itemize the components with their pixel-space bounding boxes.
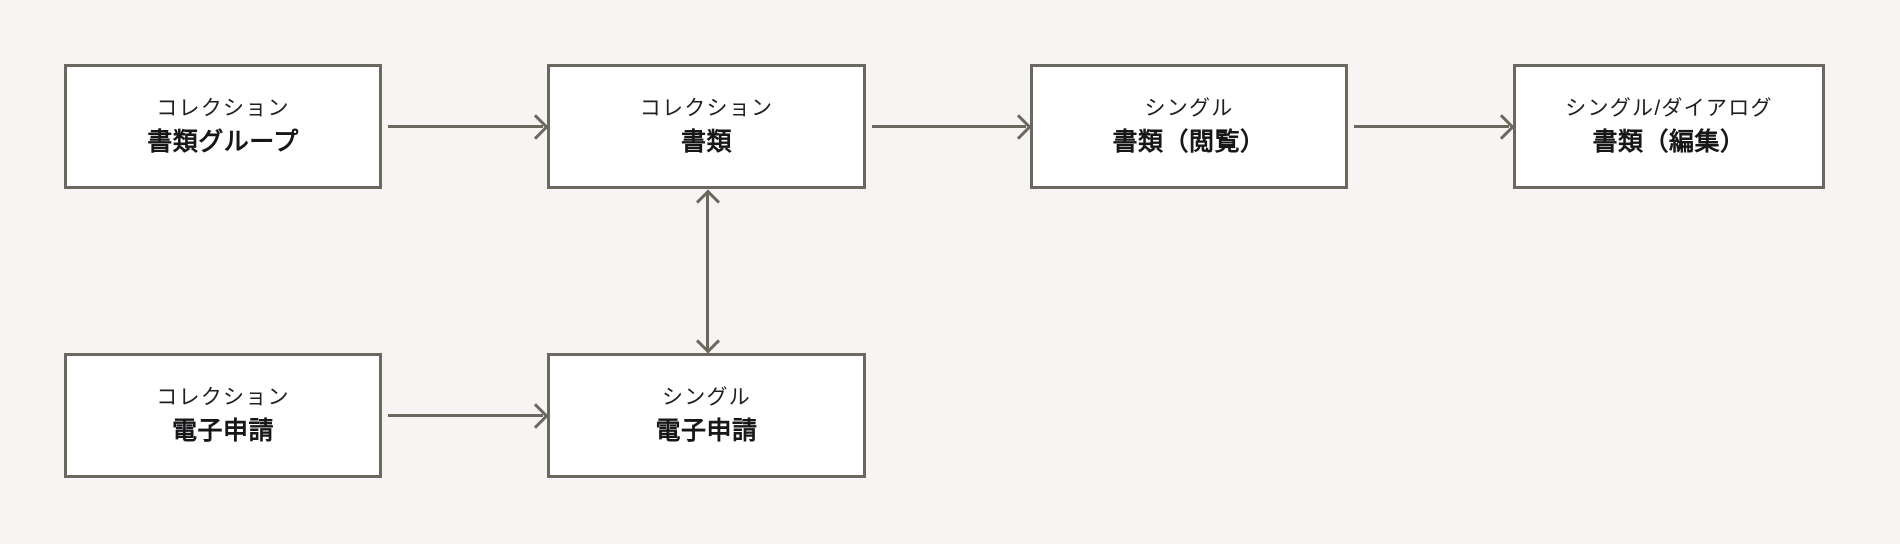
- node-type-label: コレクション: [156, 97, 290, 120]
- node-type-label: シングル: [1144, 97, 1234, 120]
- arrow-group-to-document-icon: [388, 125, 543, 128]
- arrow-view-to-edit-icon: [1354, 125, 1509, 128]
- node-title-label: 電子申請: [655, 417, 758, 445]
- node-type-label: コレクション: [639, 97, 774, 120]
- node-title-label: 書類（編集）: [1592, 128, 1746, 156]
- node-document-group-collection[interactable]: コレクション 書類グループ: [64, 64, 382, 189]
- node-eapplication-collection[interactable]: コレクション 電子申請: [64, 353, 382, 478]
- arrow-eapplication-collection-to-single-icon: [388, 414, 543, 417]
- node-document-single-dialog-edit[interactable]: シングル/ダイアログ 書類（編集）: [1513, 64, 1825, 189]
- node-type-label: シングル/ダイアログ: [1565, 97, 1773, 120]
- node-document-collection[interactable]: コレクション 書類: [547, 64, 866, 189]
- node-title-label: 書類: [680, 128, 732, 156]
- node-title-label: 書類グループ: [147, 128, 299, 156]
- node-type-label: シングル: [661, 386, 752, 409]
- node-eapplication-single[interactable]: シングル 電子申請: [547, 353, 866, 478]
- arrow-document-to-view-icon: [872, 125, 1026, 128]
- node-title-label: 電子申請: [171, 417, 274, 445]
- node-document-single-view[interactable]: シングル 書類（閲覧）: [1030, 64, 1348, 189]
- node-title-label: 書類（閲覧）: [1112, 128, 1266, 156]
- arrow-document-eapplication-bidirectional-icon: [706, 194, 709, 349]
- node-type-label: コレクション: [156, 386, 290, 409]
